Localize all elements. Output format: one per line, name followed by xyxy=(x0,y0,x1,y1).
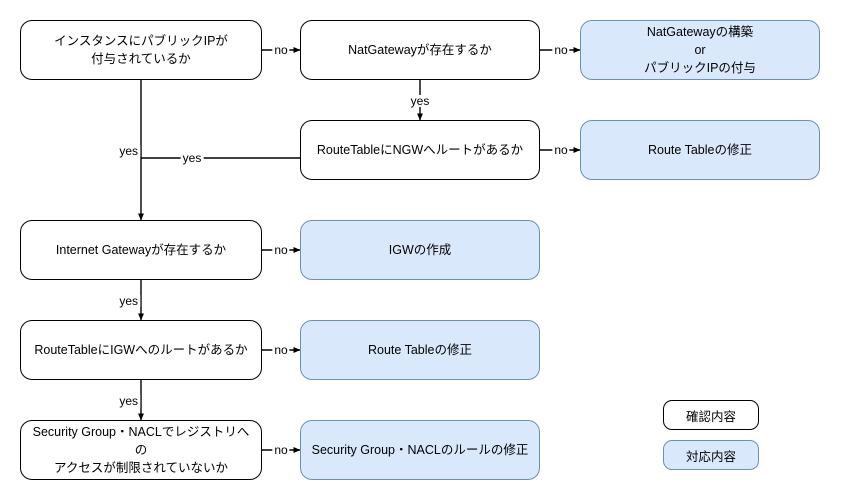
edge-label-n4-n5: no xyxy=(552,143,570,157)
edge-label-n8-n9: no xyxy=(272,343,290,357)
edge-label-n2-n4: yes xyxy=(408,94,432,108)
node-routetable-igw-route[interactable]: RouteTableにIGWへのルートがあるか xyxy=(20,320,262,380)
legend-item-action: 対応内容 xyxy=(663,440,759,470)
node-fix-security-group-nacl-rules[interactable]: Security Group・NACLのルールの修正 xyxy=(300,420,540,480)
edge-label-n2-n3: no xyxy=(552,43,570,57)
edge-label-n10-n11: no xyxy=(272,443,290,457)
node-fix-route-table-igw[interactable]: Route Tableの修正 xyxy=(300,320,540,380)
edge-label-n6-n8: yes xyxy=(117,294,140,308)
node-instance-public-ip[interactable]: インスタンスにパブリックIPが 付与されているか xyxy=(20,20,262,80)
node-routetable-ngw-route[interactable]: RouteTableにNGWへルートがあるか xyxy=(300,120,540,180)
edge-label-n1-n6: yes xyxy=(117,144,140,158)
edge-label-n8-n10: yes xyxy=(117,394,140,408)
node-security-group-nacl-access[interactable]: Security Group・NACLでレジストリへの アクセスが制限されていな… xyxy=(20,420,262,480)
node-build-natgateway-or-assign-public-ip[interactable]: NatGatewayの構築 or パブリックIPの付与 xyxy=(580,20,820,80)
node-internet-gateway-exists[interactable]: Internet Gatewayが存在するか xyxy=(20,220,262,280)
node-natgateway-exists[interactable]: NatGatewayが存在するか xyxy=(300,20,540,80)
edge-label-n6-n7: no xyxy=(272,243,290,257)
node-fix-route-table-ngw[interactable]: Route Tableの修正 xyxy=(580,120,820,180)
legend-item-check: 確認内容 xyxy=(663,400,759,430)
edge-label-n1-n2: no xyxy=(272,43,290,57)
node-create-igw[interactable]: IGWの作成 xyxy=(300,220,540,280)
edge-label-n4-trunk: yes xyxy=(180,151,204,165)
